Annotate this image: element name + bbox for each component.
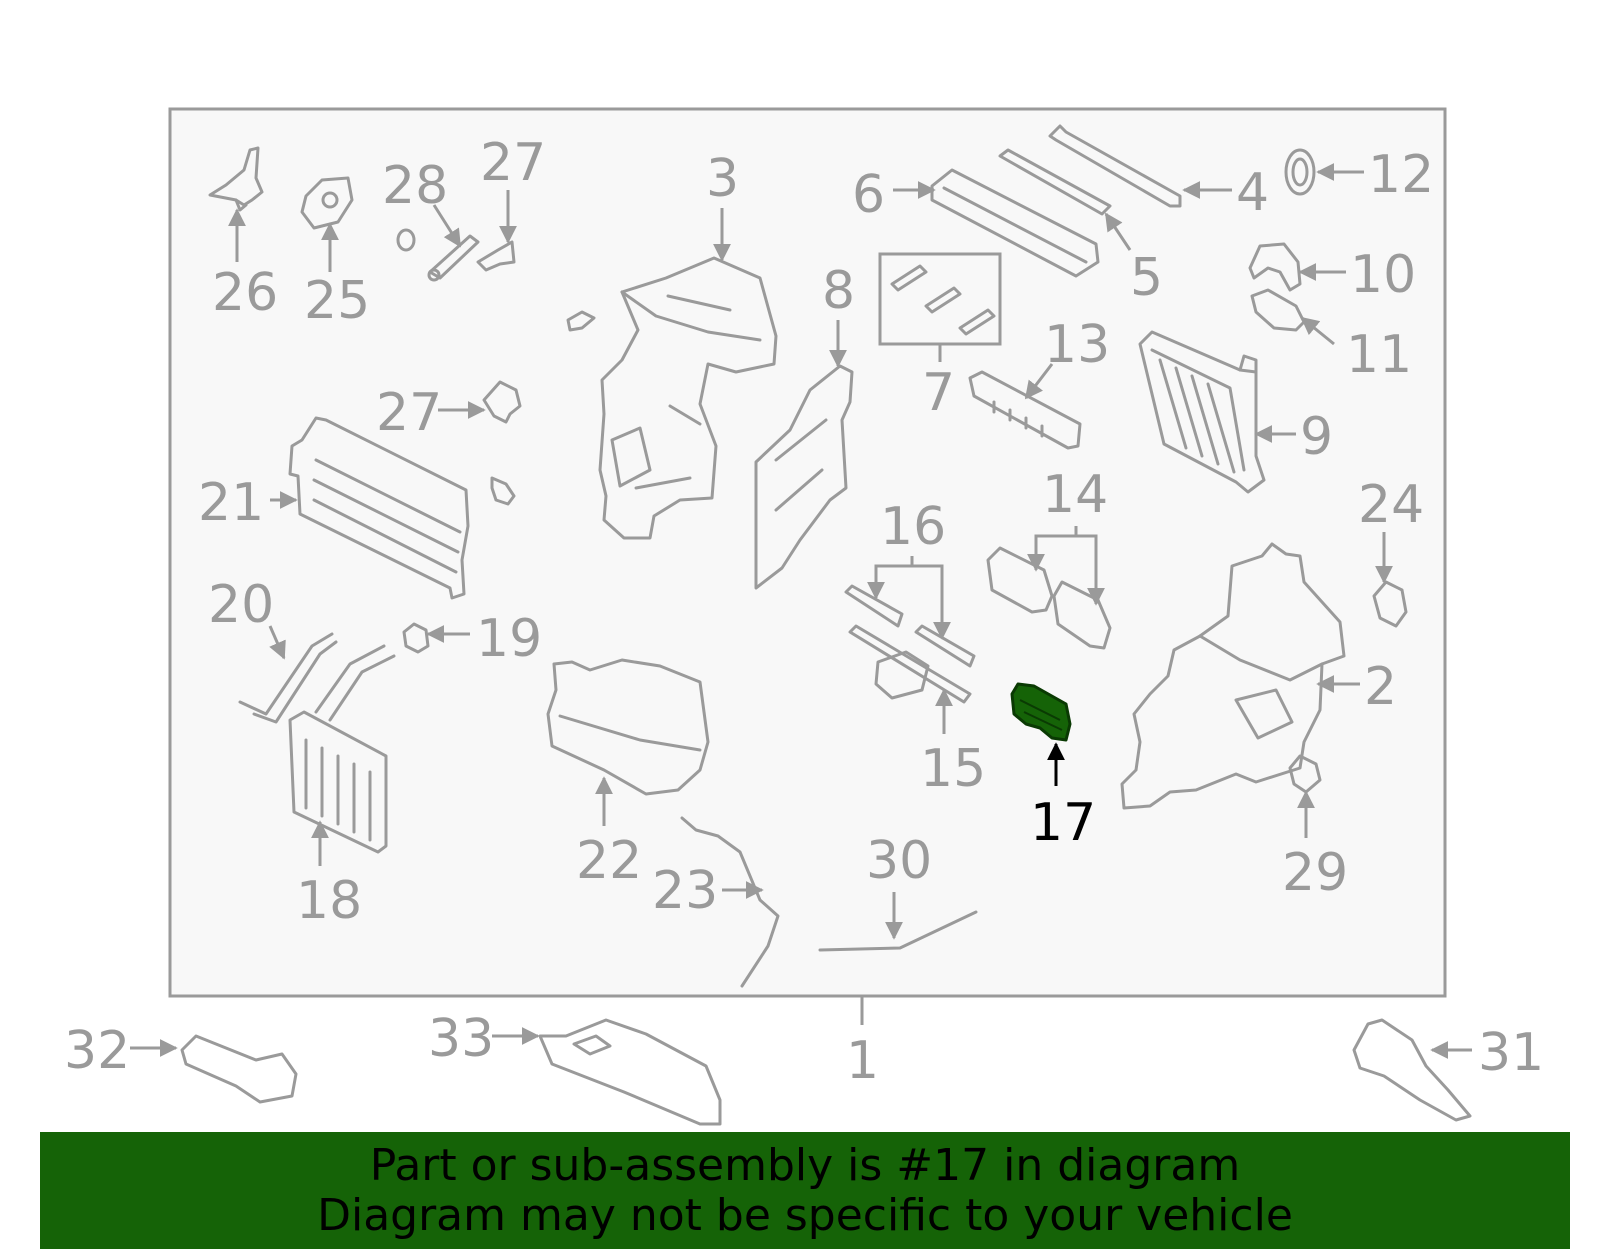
leaders — [130, 163, 1472, 1059]
callout-14: 14 — [1042, 465, 1108, 525]
callout-10: 10 — [1350, 245, 1416, 305]
callout-24: 24 — [1358, 475, 1424, 535]
part-15 — [848, 624, 972, 704]
part-29 — [1288, 754, 1322, 794]
callout-7: 7 — [922, 363, 955, 423]
callout-2: 2 — [1364, 657, 1397, 717]
part-27-mid — [482, 380, 522, 506]
callout-5: 5 — [1130, 248, 1163, 308]
callout-33: 33 — [428, 1009, 494, 1069]
banner-line-1: Part or sub-assembly is #17 in diagram — [369, 1140, 1241, 1191]
callout-22: 22 — [576, 831, 642, 891]
part-20 — [238, 632, 338, 724]
callout-6: 6 — [852, 165, 885, 225]
callout-23: 23 — [652, 861, 718, 921]
callout-16: 16 — [880, 497, 946, 557]
callout-11: 11 — [1346, 325, 1412, 385]
part-2 — [1120, 542, 1346, 810]
callout-25: 25 — [304, 271, 370, 331]
callout-3: 3 — [706, 149, 739, 209]
part-16 — [844, 584, 976, 668]
callout-15: 15 — [920, 739, 986, 799]
callout-28: 28 — [382, 156, 448, 216]
part-6 — [930, 168, 1100, 278]
part-30 — [818, 910, 978, 952]
callout-29: 29 — [1282, 843, 1348, 903]
callout-12: 12 — [1368, 145, 1434, 205]
part-8 — [754, 364, 854, 590]
part-14 — [986, 546, 1112, 650]
callout-8: 8 — [822, 261, 855, 321]
part-12 — [1284, 148, 1316, 196]
callout-30: 30 — [866, 831, 932, 891]
assembly-frame — [168, 107, 1447, 998]
callout-20: 20 — [208, 575, 274, 635]
part-11 — [1250, 288, 1306, 332]
callout-4: 4 — [1236, 163, 1269, 223]
part-27-top — [476, 240, 516, 272]
banner-line-2: Diagram may not be specific to your vehi… — [317, 1190, 1293, 1241]
part-28 — [396, 228, 480, 282]
callout-18: 18 — [296, 871, 362, 931]
callout-17: 17 — [1030, 793, 1096, 853]
part-17-highlighted — [1010, 682, 1072, 742]
info-banner: Part or sub-assembly is #17 in diagram D… — [40, 1132, 1570, 1249]
part-23 — [680, 816, 780, 988]
callout-19: 19 — [476, 609, 542, 669]
callout-1: 1 — [846, 1031, 879, 1091]
callout-31: 31 — [1478, 1023, 1544, 1083]
part-21 — [288, 416, 470, 600]
part-25 — [300, 176, 354, 230]
part-32 — [180, 1034, 298, 1104]
part-31 — [1352, 1018, 1472, 1122]
part-33 — [538, 1018, 722, 1126]
part-22 — [546, 658, 710, 796]
part-4 — [1048, 124, 1182, 208]
callout-32: 32 — [64, 1021, 130, 1081]
callout-26: 26 — [212, 263, 278, 323]
callout-13: 13 — [1044, 315, 1110, 375]
callout-9: 9 — [1300, 407, 1333, 467]
part-7 — [878, 252, 1002, 362]
part-9 — [1138, 330, 1266, 494]
part-19 — [402, 622, 430, 654]
callout-21: 21 — [198, 473, 264, 533]
part-3 — [566, 256, 778, 540]
part-18 — [288, 644, 396, 854]
part-10 — [1248, 242, 1302, 292]
part-13 — [968, 370, 1082, 450]
callout-27-mid: 27 — [376, 383, 442, 443]
part-5 — [998, 148, 1112, 216]
callout-27-top: 27 — [480, 133, 546, 193]
